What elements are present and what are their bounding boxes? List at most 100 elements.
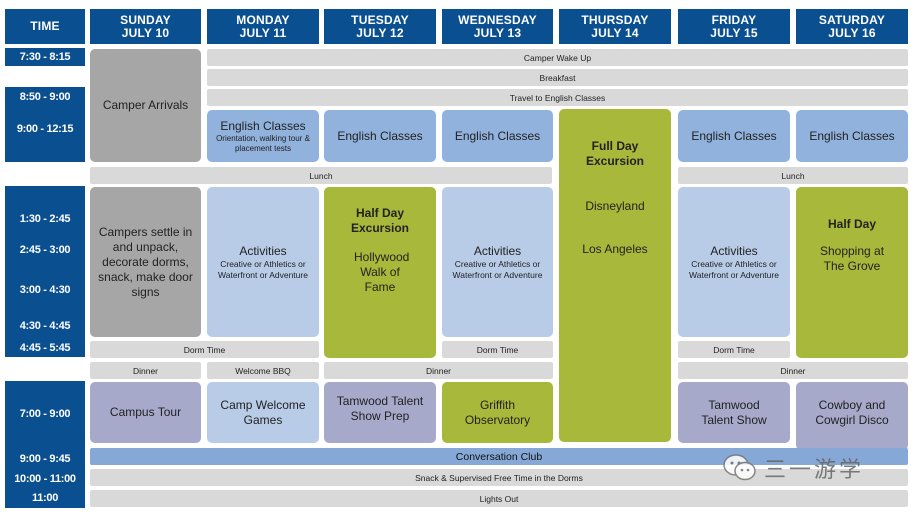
block-title: English Classes [809, 128, 895, 143]
time-label: 2:45 - 3:00 [19, 244, 71, 256]
activities-friday: Activities Creative or Athletics or Wate… [678, 187, 790, 337]
day-date: JULY 11 [239, 25, 287, 40]
watermark: 三一游学 [722, 452, 897, 484]
day-name: WEDNESDAY [458, 12, 537, 27]
activities-wednesday: Activities Creative or Athletics or Wate… [442, 187, 553, 337]
day-name: SUNDAY [120, 12, 171, 27]
english-classes-wednesday: English Classes [442, 110, 553, 162]
dinner-bar-sunday: Dinner [90, 362, 201, 379]
bar-label: Dorm Time [713, 344, 755, 355]
time-label: 7:00 - 9:00 [19, 408, 71, 420]
place-label: Shopping at The Grove [819, 244, 885, 273]
header-time: TIME [5, 9, 85, 44]
time-block-morning-2: 8:50 - 9:00 9:00 - 12:15 [5, 87, 85, 162]
block-title: Camper Arrivals [102, 98, 189, 112]
bar-label: Dinner [425, 365, 452, 376]
header-tuesday: TUESDAY JULY 12 [324, 9, 436, 44]
dorm-time-bar-sun-mon: Dorm Time [90, 341, 319, 358]
day-date: JULY 14 [591, 25, 639, 40]
english-classes-saturday: English Classes [796, 110, 908, 162]
block-subtitle: Creative or Athletics or Waterfront or A… [452, 258, 543, 280]
bar-label: Camper Wake Up [523, 52, 592, 63]
time-label: 9:00 - 12:15 [16, 123, 74, 135]
block-title: Full Day Excursion [585, 139, 645, 168]
camp-welcome-games-block: Camp Welcome Games [207, 382, 319, 443]
place-label: Los Angeles [582, 242, 648, 256]
talent-show-prep-block: Tamwood Talent Show Prep [324, 382, 436, 443]
block-title: Tamwood Talent Show [701, 397, 767, 427]
time-label: 4:45 - 5:45 [19, 342, 71, 354]
header-monday: MONDAY JULY 11 [207, 9, 319, 44]
breakfast-bar: Breakfast [207, 69, 908, 86]
english-classes-friday: English Classes [678, 110, 790, 162]
english-classes-tuesday: English Classes [324, 110, 436, 162]
watermark-text: 三一游学 [764, 458, 865, 483]
dinner-bar-tue-wed: Dinner [324, 362, 553, 379]
time-label: 7:30 - 8:15 [19, 51, 71, 63]
campus-tour-block: Campus Tour [90, 382, 201, 443]
griffith-observatory-block: Griffith Observatory [442, 382, 553, 443]
day-name: MONDAY [236, 12, 290, 27]
block-title: Griffith Observatory [464, 397, 531, 427]
block-title: Half Day [827, 217, 877, 231]
day-date: JULY 13 [473, 25, 522, 40]
lunch-bar: Lunch [90, 167, 552, 184]
block-title: Cowboy and Cowgirl Disco [815, 398, 889, 427]
snack-bar: Snack & Supervised Free Time in the Dorm… [90, 469, 908, 486]
place-label: Hollywood Walk of Fame [354, 250, 410, 294]
block-title: English Classes [337, 128, 423, 143]
cowboy-disco-block: Cowboy and Cowgirl Disco [796, 382, 908, 450]
day-date: JULY 10 [121, 25, 170, 40]
header-saturday: SATURDAY JULY 16 [796, 9, 908, 44]
bar-label: Conversation Club [455, 450, 543, 463]
bar-label: Snack & Supervised Free Time in the Dorm… [415, 472, 583, 483]
dorm-time-bar-fri: Dorm Time [678, 341, 790, 358]
lunch-bar-right: Lunch [678, 167, 908, 184]
block-title: Tamwood Talent Show Prep [336, 394, 424, 423]
block-title: Campers settle in and unpack, decorate d… [98, 224, 193, 299]
day-date: JULY 16 [828, 25, 876, 40]
welcome-bbq-bar: Welcome BBQ [207, 362, 319, 379]
block-subtitle: Orientation, walking tour & placement te… [216, 133, 310, 153]
time-header-label: TIME [30, 19, 60, 33]
day-name: THURSDAY [581, 12, 649, 27]
block-title: Campus Tour [109, 405, 182, 419]
block-title: Activities [239, 243, 287, 258]
time-label: 1:30 - 2:45 [19, 213, 71, 225]
english-classes-monday: English Classes Orientation, walking tou… [207, 110, 319, 162]
place-label: Disneyland [585, 199, 645, 213]
block-title: English Classes [691, 128, 777, 143]
header-sunday: SUNDAY JULY 10 [90, 9, 201, 44]
bar-label: Lights Out [479, 493, 519, 504]
block-title: Half Day Excursion [350, 206, 410, 235]
dorm-time-bar-wed: Dorm Time [442, 341, 553, 358]
bar-label: Lunch [781, 170, 805, 181]
block-subtitle: Creative or Athletics or Waterfront or A… [218, 258, 308, 280]
conversation-club-bar: Conversation Club [90, 448, 908, 465]
block-title: Camp Welcome Games [220, 397, 306, 427]
bar-label: Breakfast [539, 72, 576, 83]
bar-label: Welcome BBQ [235, 365, 291, 376]
block-title: English Classes [454, 128, 541, 143]
block-title: English Classes [220, 118, 306, 133]
time-block-afternoon: 1:30 - 2:45 2:45 - 3:00 3:00 - 4:30 4:30… [5, 186, 85, 357]
header-wednesday: WEDNESDAY JULY 13 [442, 9, 553, 44]
time-block-morning-1: 7:30 - 8:15 [5, 48, 85, 66]
lights-out-bar: Lights Out [90, 490, 908, 507]
day-name: FRIDAY [711, 12, 757, 27]
day-date: JULY 12 [356, 25, 404, 40]
time-label: 9:00 - 9:45 [19, 453, 71, 465]
wechat-icon [723, 454, 756, 481]
block-title: Activities [473, 243, 522, 258]
day-name: TUESDAY [351, 12, 409, 27]
time-label: 11:00 [31, 492, 59, 504]
wake-up-bar: Camper Wake Up [207, 49, 908, 66]
block-title: Activities [710, 243, 758, 258]
time-label: 3:00 - 4:30 [19, 284, 71, 296]
campers-settle-block: Campers settle in and unpack, decorate d… [90, 187, 201, 337]
day-name: SATURDAY [818, 12, 886, 27]
bar-label: Travel to English Classes [509, 92, 606, 103]
bar-label: Dinner [780, 365, 806, 376]
bar-label: Lunch [309, 170, 333, 181]
time-label: 8:50 - 9:00 [19, 91, 71, 103]
